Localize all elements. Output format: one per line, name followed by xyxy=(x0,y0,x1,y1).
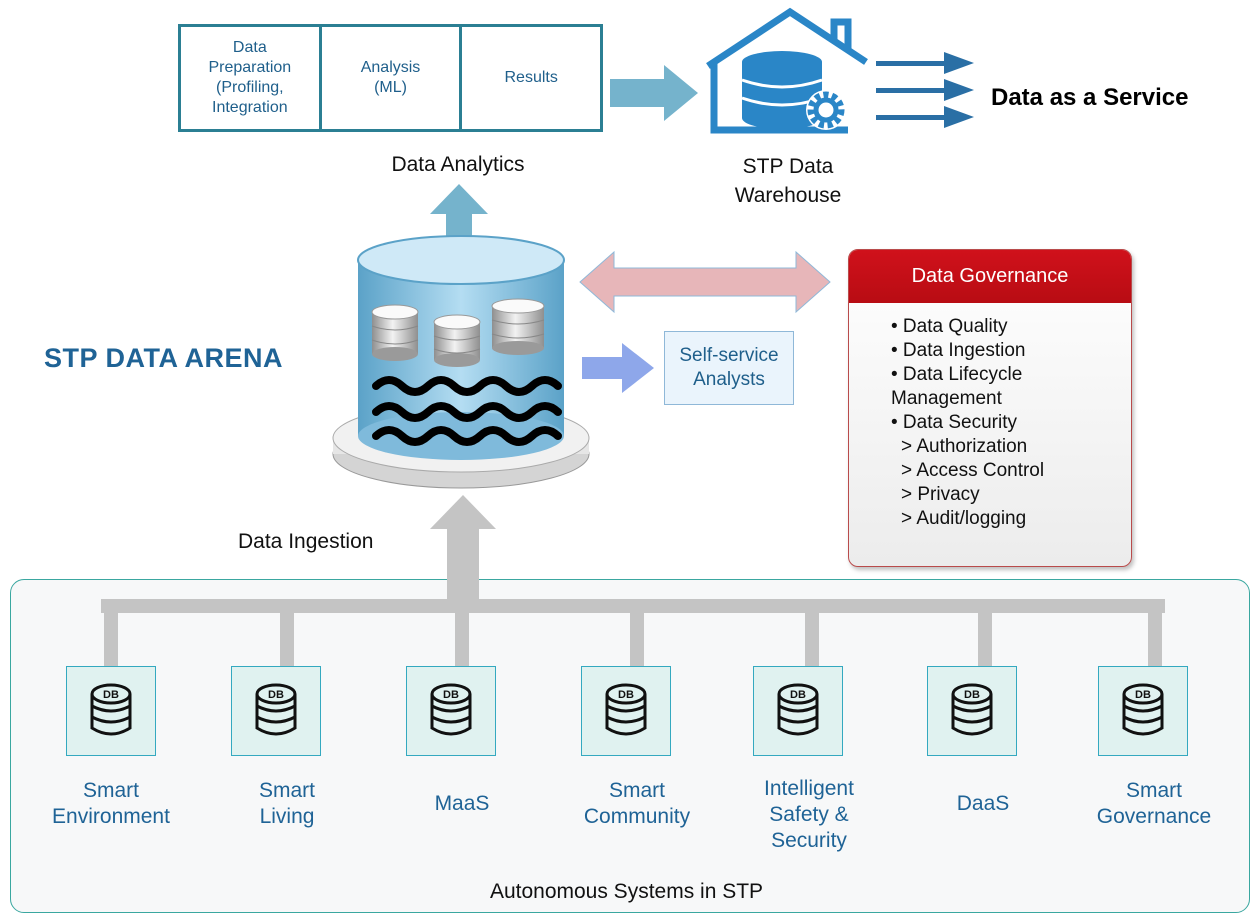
arena-to-analytics-arrow xyxy=(430,184,488,274)
daas-label: Data as a Service xyxy=(991,84,1189,111)
data-ingestion-label: Data Ingestion xyxy=(238,530,374,553)
db-box-smart-governance: DB xyxy=(1098,666,1188,756)
db-label: DB xyxy=(268,689,284,701)
db-box-daas: DB xyxy=(927,666,1017,756)
ingestion-connectors xyxy=(101,495,1165,669)
db-label: DB xyxy=(618,689,634,701)
db-box-maas: DB xyxy=(406,666,496,756)
db-label: DB xyxy=(790,689,806,701)
db-box-smart-community: DB xyxy=(581,666,671,756)
database-icon: DB xyxy=(777,683,819,736)
warehouse-label: STP Data Warehouse xyxy=(734,155,842,207)
pipeline-step-preparation: Data Preparation (Profiling, Integration xyxy=(181,27,322,129)
governance-item: • Data Quality xyxy=(891,316,1008,337)
governance-item: • Data Lifecycle Management xyxy=(891,364,1023,409)
pipeline-step-results: Results xyxy=(504,69,558,86)
database-icon: DB xyxy=(255,683,297,736)
governance-item: • Data Security xyxy=(891,412,1017,433)
governance-sub-item: > Audit/logging xyxy=(901,508,1027,529)
data-analytics-label: Data Analytics xyxy=(391,153,525,176)
database-icon: DB xyxy=(90,683,132,736)
arena-governance-double-arrow xyxy=(579,250,831,314)
governance-sub-item: > Privacy xyxy=(901,484,980,505)
daas-arrows xyxy=(876,52,974,128)
system-label-daas: DaaS xyxy=(956,792,1010,815)
database-icon: DB xyxy=(951,683,993,736)
governance-item: • Data Ingestion xyxy=(891,340,1026,361)
database-icon: DB xyxy=(605,683,647,736)
database-icon: DB xyxy=(1122,683,1164,736)
db-box-smart-environment: DB xyxy=(66,666,156,756)
system-label-intelligent-safety: Intelligent Safety & Security xyxy=(764,777,854,852)
governance-title: Data Governance xyxy=(849,250,1131,303)
system-label-smart-community: Smart Community xyxy=(583,779,691,828)
db-label: DB xyxy=(1135,689,1151,701)
system-label-maas: MaaS xyxy=(434,792,490,815)
db-box-smart-living: DB xyxy=(231,666,321,756)
data-warehouse-icon xyxy=(706,7,868,134)
analytics-pipeline: Data Preparation (Profiling, Integration… xyxy=(178,24,603,132)
db-box-intelligent-safety: DB xyxy=(753,666,843,756)
governance-list: • Data Quality • Data Ingestion • Data L… xyxy=(849,303,1131,531)
self-service-analysts: Self-service Analysts xyxy=(664,331,794,405)
system-label-smart-governance: Smart Governance xyxy=(1096,779,1212,828)
db-label: DB xyxy=(103,689,119,701)
arena-to-analysts-arrow xyxy=(582,343,654,393)
autonomous-systems-title: Autonomous Systems in STP xyxy=(489,880,764,903)
data-lake-icon xyxy=(332,235,590,489)
db-label: DB xyxy=(443,689,459,701)
system-label-smart-living: Smart Living xyxy=(258,779,315,828)
pipeline-step-analysis: Analysis (ML) xyxy=(322,27,463,129)
system-label-smart-environment: Smart Environment xyxy=(52,779,170,828)
arena-title: STP DATA ARENA xyxy=(44,343,284,373)
database-icon: DB xyxy=(430,683,472,736)
governance-sub-item: > Authorization xyxy=(901,436,1028,457)
pipeline-to-warehouse-arrow xyxy=(610,65,698,121)
data-governance-panel: Data Governance • Data Quality • Data In… xyxy=(848,249,1132,567)
db-label: DB xyxy=(964,689,980,701)
governance-sub-item: > Access Control xyxy=(901,460,1045,481)
